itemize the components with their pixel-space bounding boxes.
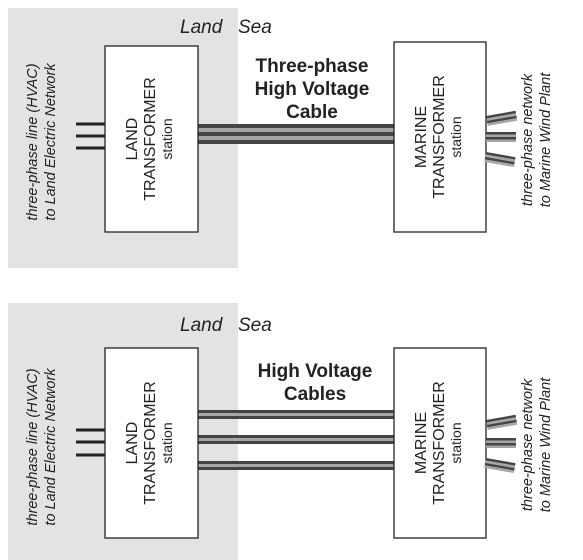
svg-text:High Voltage: High Voltage <box>258 361 373 382</box>
hv-cable-top <box>198 124 394 144</box>
left-line-bottom <box>76 428 105 457</box>
svg-text:station: station <box>159 422 175 463</box>
svg-text:station: station <box>448 116 464 157</box>
marine-station-label-bottom: MARINE TRANSFORMER station <box>413 381 464 505</box>
svg-text:MARINE: MARINE <box>413 412 430 474</box>
svg-text:to Marine Wind Plant: to Marine Wind Plant <box>538 72 554 207</box>
svg-text:Cable: Cable <box>286 102 338 123</box>
land-transformer-box-top <box>104 45 199 233</box>
svg-text:TRANSFORMER: TRANSFORMER <box>431 381 448 505</box>
left-side-label-bottom: three-phase line (HVAC) to Land Electric… <box>25 368 59 526</box>
marine-transformer-box-bottom <box>393 347 487 539</box>
svg-text:three-phase network: three-phase network <box>520 73 536 206</box>
sea-label-top: Sea <box>238 17 272 38</box>
svg-text:three-phase line (HVAC): three-phase line (HVAC) <box>25 63 41 220</box>
svg-text:LAND: LAND <box>124 118 141 161</box>
marine-station-label-top: MARINE TRANSFORMER station <box>413 75 464 199</box>
right-feeders-bottom <box>484 414 518 474</box>
svg-text:to Land Electric Network: to Land Electric Network <box>43 63 59 221</box>
svg-text:station: station <box>159 118 175 159</box>
svg-text:LAND: LAND <box>124 422 141 465</box>
svg-text:Cables: Cables <box>284 384 346 405</box>
cable-label-top: Three-phase High Voltage Cable <box>255 56 370 123</box>
diagram-top: Land Sea LAND TRANSFORMER station MARINE <box>8 8 554 268</box>
land-station-label-bottom: LAND TRANSFORMER station <box>124 381 175 505</box>
left-line-top <box>76 122 105 150</box>
diagram-bottom: Land Sea <box>8 303 554 560</box>
right-feeders-top <box>484 110 518 168</box>
hv-cable-3 <box>198 461 394 470</box>
right-side-label-top: three-phase network to Marine Wind Plant <box>520 72 554 207</box>
left-side-label-top: three-phase line (HVAC) to Land Electric… <box>25 63 59 221</box>
hv-cable-2 <box>198 435 394 444</box>
land-label-top: Land <box>180 17 224 38</box>
svg-text:TRANSFORMER: TRANSFORMER <box>142 381 159 505</box>
land-label-bottom: Land <box>180 315 224 336</box>
svg-text:station: station <box>448 422 464 463</box>
land-station-label-top: LAND TRANSFORMER station <box>124 77 175 201</box>
cable-label-bottom: High Voltage Cables <box>258 361 373 405</box>
svg-text:TRANSFORMER: TRANSFORMER <box>431 75 448 199</box>
right-side-label-bottom: three-phase network to Marine Wind Plant <box>520 377 554 512</box>
svg-text:to Marine Wind Plant: to Marine Wind Plant <box>538 377 554 512</box>
land-transformer-box-bottom <box>104 347 199 539</box>
svg-text:High Voltage: High Voltage <box>255 79 370 100</box>
hv-cables-bottom <box>198 410 394 470</box>
svg-text:three-phase line (HVAC): three-phase line (HVAC) <box>25 368 41 525</box>
svg-text:to Land Electric Network: to Land Electric Network <box>43 368 59 526</box>
hv-cable-1 <box>198 410 394 419</box>
svg-text:Three-phase: Three-phase <box>256 56 369 77</box>
sea-label-bottom: Sea <box>238 315 272 336</box>
svg-text:TRANSFORMER: TRANSFORMER <box>142 77 159 201</box>
svg-text:three-phase network: three-phase network <box>520 378 536 511</box>
svg-text:MARINE: MARINE <box>413 106 430 168</box>
